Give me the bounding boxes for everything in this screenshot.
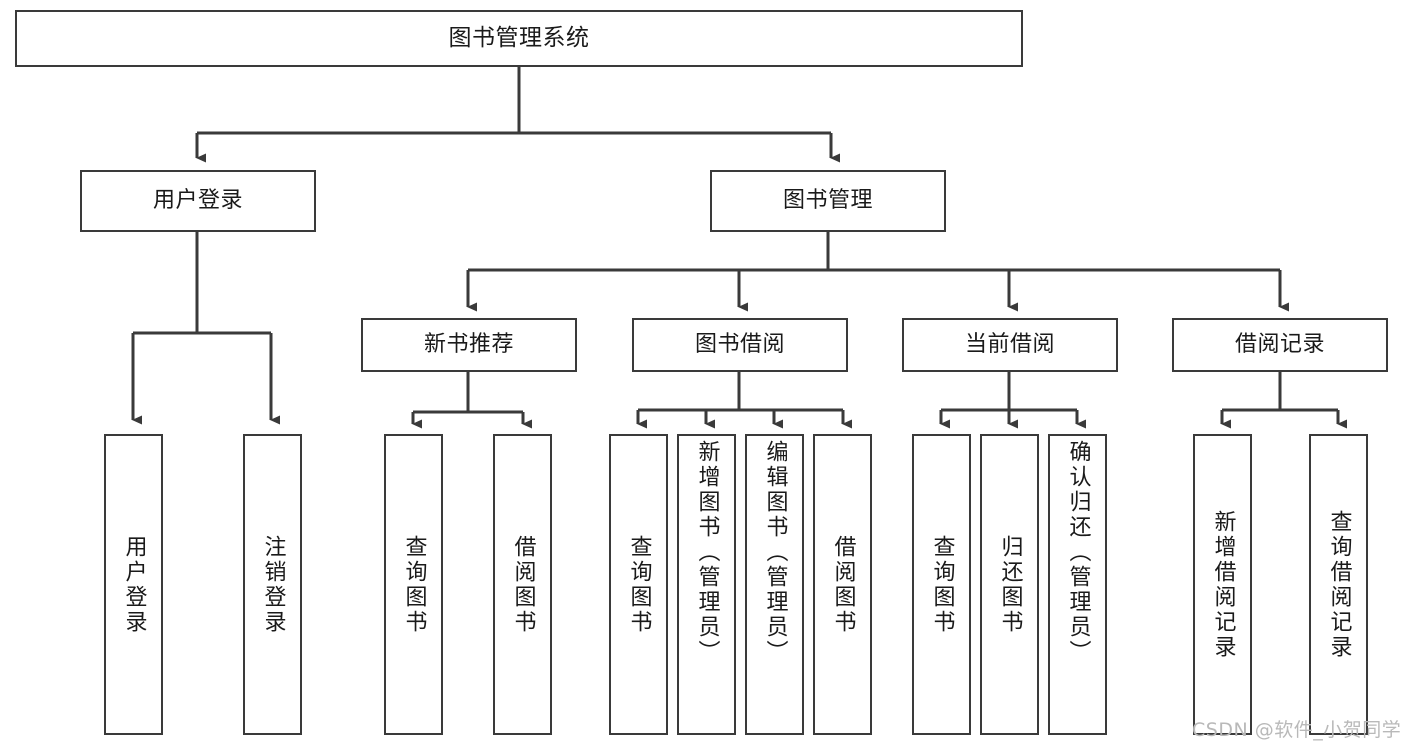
node-label: 查询图书: [929, 534, 955, 635]
node-leaf-logout[interactable]: 注销登录: [243, 434, 302, 735]
node-label: 图书管理: [782, 188, 873, 214]
node-leaf-return-book[interactable]: 归还图书: [980, 434, 1039, 735]
node-leaf-edit-book[interactable]: 编辑图书（管理员）: [745, 434, 804, 735]
node-label: 用户登录: [152, 188, 243, 214]
node-label: 查询图书: [626, 534, 652, 635]
node-label: 新增图书（管理员）: [694, 440, 720, 665]
node-label: 新增借阅记录: [1210, 509, 1236, 660]
node-current-borrow[interactable]: 当前借阅: [902, 318, 1118, 372]
node-label: 借阅图书: [830, 534, 856, 635]
node-label: 确认归还（管理员）: [1065, 440, 1091, 665]
node-leaf-query-book-1[interactable]: 查询图书: [384, 434, 443, 735]
node-label: 编辑图书（管理员）: [762, 440, 788, 665]
node-label: 归还图书: [997, 534, 1023, 635]
watermark: CSDN @软件_小贺同学: [1192, 719, 1402, 741]
node-leaf-query-book-2[interactable]: 查询图书: [609, 434, 668, 735]
node-leaf-confirm-return[interactable]: 确认归还（管理员）: [1048, 434, 1107, 735]
node-label: 查询图书: [401, 534, 427, 635]
node-leaf-add-book[interactable]: 新增图书（管理员）: [677, 434, 736, 735]
node-label: 图书借阅: [694, 332, 785, 358]
node-label: 用户登录: [121, 534, 147, 635]
node-leaf-query-record[interactable]: 查询借阅记录: [1309, 434, 1368, 735]
node-borrow-record[interactable]: 借阅记录: [1172, 318, 1388, 372]
node-label: 注销登录: [260, 534, 286, 635]
node-leaf-query-book-3[interactable]: 查询图书: [912, 434, 971, 735]
node-leaf-user-login[interactable]: 用户登录: [104, 434, 163, 735]
node-user-login[interactable]: 用户登录: [80, 170, 316, 232]
node-leaf-add-record[interactable]: 新增借阅记录: [1193, 434, 1252, 735]
node-label: 借阅图书: [510, 534, 536, 635]
node-book-borrow[interactable]: 图书借阅: [632, 318, 848, 372]
node-leaf-borrow-book-2[interactable]: 借阅图书: [813, 434, 872, 735]
node-label: 查询借阅记录: [1326, 509, 1352, 660]
node-label: 新书推荐: [423, 332, 514, 358]
node-label: 借阅记录: [1234, 332, 1325, 358]
node-new-book-rec[interactable]: 新书推荐: [361, 318, 577, 372]
node-label: 当前借阅: [964, 332, 1055, 358]
node-root-system[interactable]: 图书管理系统: [15, 10, 1023, 67]
node-leaf-borrow-book-1[interactable]: 借阅图书: [493, 434, 552, 735]
node-book-manage[interactable]: 图书管理: [710, 170, 946, 232]
node-label: 图书管理系统: [448, 24, 590, 51]
